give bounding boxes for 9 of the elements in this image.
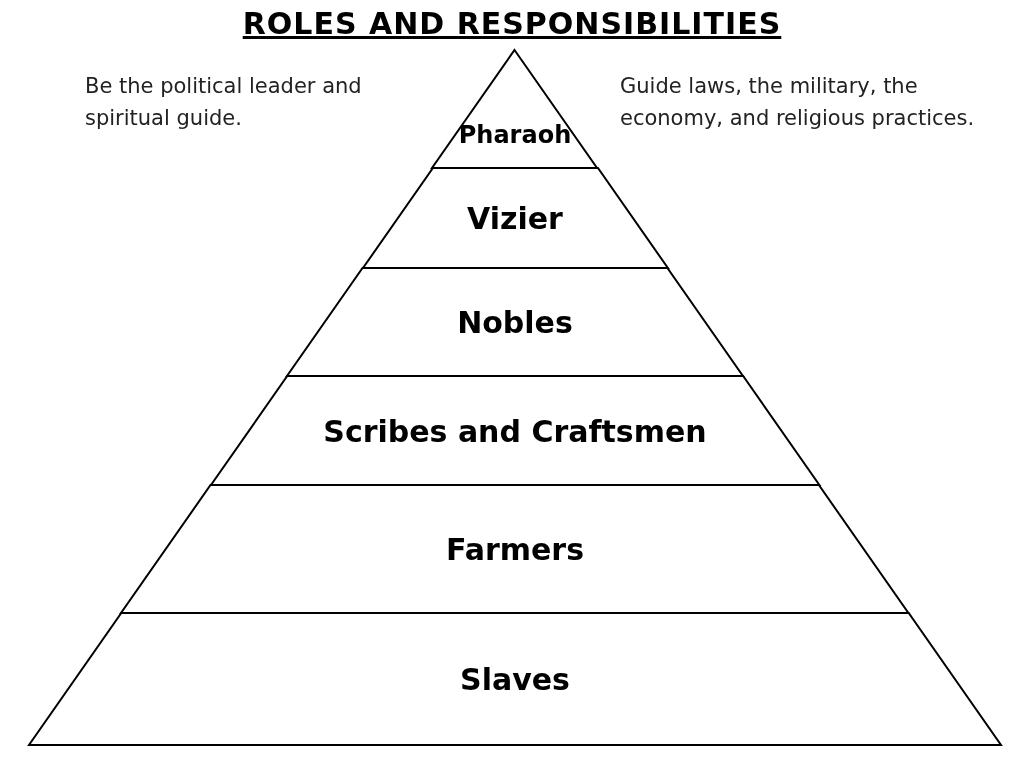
tier-label: Nobles — [457, 304, 573, 340]
role-description: Guide laws, the military, the economy, and religious practices. — [620, 73, 976, 132]
tier-label: Scribes and Craftsmen — [323, 413, 707, 448]
tier-label: Pharaoh — [458, 120, 572, 149]
tier-label: Farmers — [445, 531, 584, 567]
role-description: Be the political leader and spiritual guide. — [85, 73, 363, 132]
tier-label: Vizier — [467, 200, 563, 236]
tier-label: Slaves — [460, 661, 570, 697]
title: ROLES AND RESPONSIBILITIES — [242, 6, 782, 41]
